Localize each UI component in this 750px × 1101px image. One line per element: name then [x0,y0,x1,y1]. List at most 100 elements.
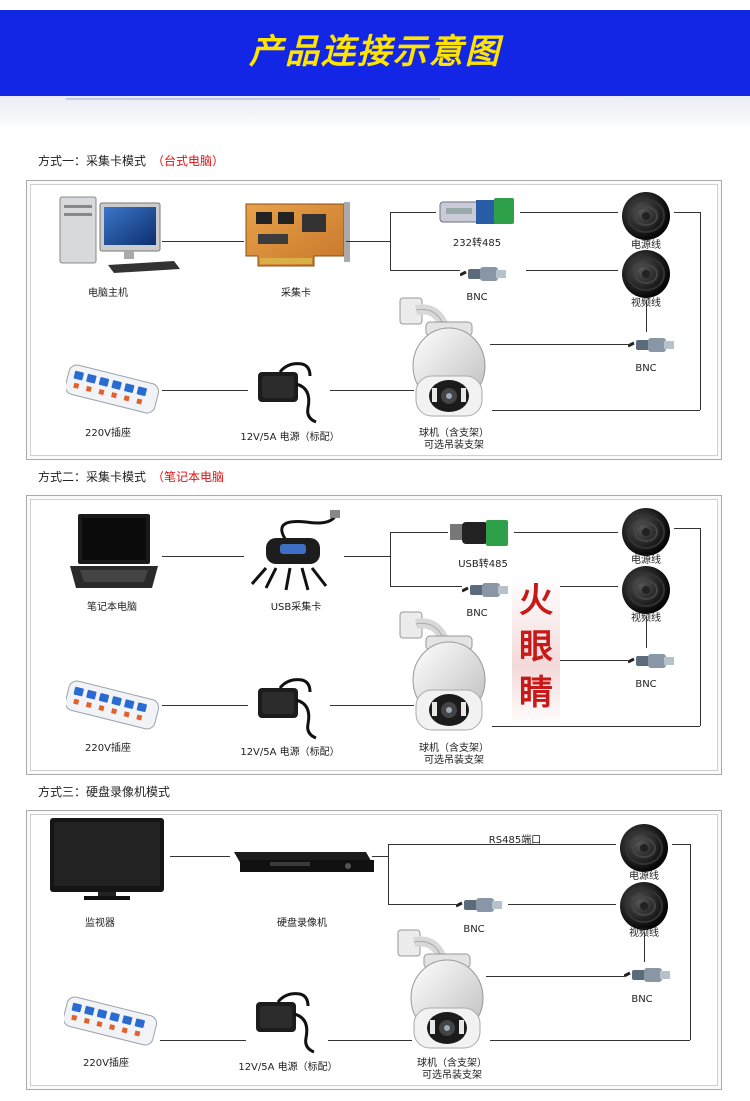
usb-converter-label: USB转485 [458,559,508,570]
rs485-port-label: RS485端口 [488,835,542,846]
watermark-char: 眼 [519,627,553,667]
bnc-label: BNC [466,608,488,619]
monitor-icon [50,818,164,900]
connection-line [162,705,248,706]
bnc-connector-icon [462,581,510,599]
bnc-label: BNC [466,292,488,303]
monitor-label: 监视器 [85,918,115,929]
banner-shadow [0,96,750,130]
connection-line [372,856,388,857]
connection-line [160,1040,246,1041]
power-strip-icon [66,362,161,416]
connection-line [330,390,414,391]
connection-line [690,844,691,1040]
power-cable-label: 电源线 [631,240,661,251]
connection-line [344,556,390,557]
video-cable-reel-icon [621,250,671,299]
connection-line [514,532,618,533]
section-2-note: （笔记本电脑 [152,470,225,484]
bnc-connector-icon [460,265,508,283]
power-strip-label: 220V插座 [83,1058,129,1069]
bnc-label-2: BNC [631,994,653,1005]
section-3-mode: 方式三：硬盘录像机模式 [38,785,171,799]
bracket-label: 可选吊装支架 [424,440,484,451]
power-strip-label: 220V插座 [85,743,131,754]
bracket-label: 可选吊装支架 [424,755,484,766]
power-adapter-icon [256,992,316,1054]
section-1-mode: 方式一：采集卡模式 [38,154,147,168]
connection-line [390,532,391,586]
converter-label: 232转485 [452,238,502,249]
connection-line [162,241,244,242]
bnc-label: BNC [463,924,485,935]
connection-line [520,212,618,213]
connection-line [388,904,456,905]
bnc-connector-icon [628,652,676,670]
watermark-char: 睛 [519,673,553,713]
connection-line [388,844,616,845]
section-1-title: 方式一：采集卡模式（台式电脑） [38,152,224,169]
laptop-icon [70,514,158,588]
connection-line [388,844,389,904]
section-2-mode: 方式二：采集卡模式 [38,470,147,484]
power-strip-icon [64,994,159,1048]
connection-line [390,586,462,587]
dvr-icon [234,852,374,872]
connection-line [508,904,616,905]
camera-label: 球机（含支架） [417,1058,487,1069]
connection-line [162,556,244,557]
connection-line [492,726,700,727]
dome-camera-icon [396,296,496,422]
connection-line [674,212,700,213]
usb-capture-label: USB采集卡 [270,602,322,613]
usb-capture-icon [250,510,340,591]
connection-line [170,856,230,857]
bnc-label-2: BNC [635,679,657,690]
dvr-label: 硬盘录像机 [277,918,327,929]
connection-line [390,532,448,533]
bracket-label: 可选吊装支架 [422,1070,482,1081]
dome-camera-icon [396,610,496,736]
connection-line [674,528,700,529]
connection-line [700,528,701,726]
power-cable-reel-icon [621,192,671,241]
capture-card-icon [245,202,350,267]
camera-label: 球机（含支架） [419,428,489,439]
connection-line [390,212,391,270]
power-adapter-label: 12V/5A 电源（标配） [240,747,340,758]
bnc-connector-icon [628,336,676,354]
connection-line [560,660,628,661]
connection-line [646,300,647,332]
bnc-connector-icon [456,896,504,914]
camera-label: 球机（含支架） [419,743,489,754]
computer-label: 电脑主机 [88,288,128,299]
banner-divider [66,98,440,100]
bnc-connector-icon [624,966,672,984]
connection-line [390,212,436,213]
power-cable-label: 电源线 [629,871,659,882]
watermark-seal: 火 眼 睛 [512,578,560,726]
connection-line [672,844,690,845]
power-adapter-label: 12V/5A 电源（标配） [240,432,340,443]
connection-line [390,270,460,271]
connection-line [560,586,618,587]
connection-line [700,212,701,410]
connection-line [486,976,624,977]
connection-line [490,1040,690,1041]
page-title: 产品连接示意图 [249,32,501,72]
connection-line [492,410,700,411]
section-2-title: 方式二：采集卡模式 （笔记本电脑 [38,468,224,485]
connection-line [346,241,390,242]
connection-line [644,932,645,962]
power-adapter-label: 12V/5A 电源（标配） [238,1062,338,1073]
usb-converter-icon [450,520,508,546]
connection-line [646,616,647,648]
connection-line [490,344,628,345]
power-adapter-icon [258,362,318,424]
title-banner [0,10,750,96]
connection-line [162,390,248,391]
connection-line [330,705,414,706]
desktop-pc-icon [59,196,180,273]
converter-icon [439,198,514,224]
capture-card-label: 采集卡 [281,288,311,299]
